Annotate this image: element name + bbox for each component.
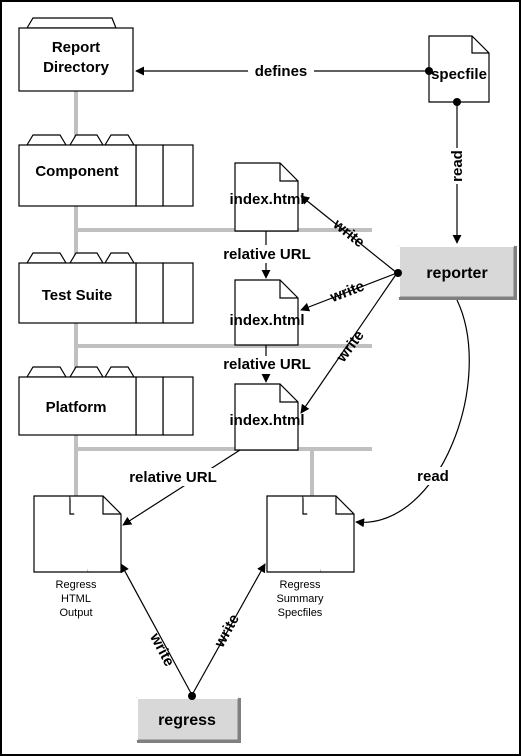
index-html-middle-document: index.html xyxy=(229,279,305,346)
read-summary-edge xyxy=(355,299,470,528)
report-directory-folder: Report Directory xyxy=(18,17,134,92)
platform-label: Platform xyxy=(46,399,107,416)
test-suite-folder-stack: Test Suite xyxy=(18,252,194,324)
specfile-document: specfile xyxy=(428,35,490,103)
regress-summary-label-line2: Summary xyxy=(276,593,324,605)
regress-summary-label-line1: Regress xyxy=(280,579,321,591)
index-html-middle-label: index.html xyxy=(229,312,304,329)
component-label: Component xyxy=(35,163,118,180)
specfile-label: specfile xyxy=(431,66,487,83)
write-summary-edge xyxy=(191,563,266,696)
relative-url-label-3: relative URL xyxy=(129,469,217,486)
defines-edge-label: defines xyxy=(255,63,308,80)
regress-html-label-line1: Regress xyxy=(56,579,97,591)
write-index-middle-edge xyxy=(300,272,398,312)
component-folder-stack: Component xyxy=(18,134,194,207)
report-directory-label-line2: Directory xyxy=(43,59,110,76)
platform-folder-stack: Platform xyxy=(18,366,194,436)
write-html-output-edge xyxy=(120,563,193,696)
reporter-label: reporter xyxy=(426,265,487,282)
relative-url-label-2: relative URL xyxy=(223,356,311,373)
regress-summary-specfiles-documents: Regress Summary Specfiles xyxy=(266,495,355,619)
reporter-process-box: reporter xyxy=(398,245,517,300)
regress-html-label-line3: Output xyxy=(59,607,92,619)
index-html-top-document: index.html xyxy=(229,162,305,232)
relative-url-label-1: relative URL xyxy=(223,246,311,263)
edge-origin-dots xyxy=(188,67,461,700)
write-index-top-edge xyxy=(300,195,398,274)
regress-html-output-documents: Regress HTML Output xyxy=(33,495,122,619)
regress-html-label-line2: HTML xyxy=(61,593,91,605)
test-suite-label: Test Suite xyxy=(42,287,113,304)
index-html-bottom-label: index.html xyxy=(229,412,304,429)
regress-summary-label-line3: Specfiles xyxy=(278,607,323,619)
index-html-bottom-document: index.html xyxy=(229,383,305,451)
index-html-top-label: index.html xyxy=(229,191,304,208)
write-index-bottom-edge xyxy=(300,272,398,414)
read-specfile-edge-label: read xyxy=(449,150,466,182)
regress-process-box: regress xyxy=(136,697,241,743)
regress-label: regress xyxy=(158,712,216,729)
report-directory-label-line1: Report xyxy=(52,39,100,56)
relative-url-edge-3 xyxy=(122,449,241,526)
read-summary-edge-label: read xyxy=(417,468,449,485)
